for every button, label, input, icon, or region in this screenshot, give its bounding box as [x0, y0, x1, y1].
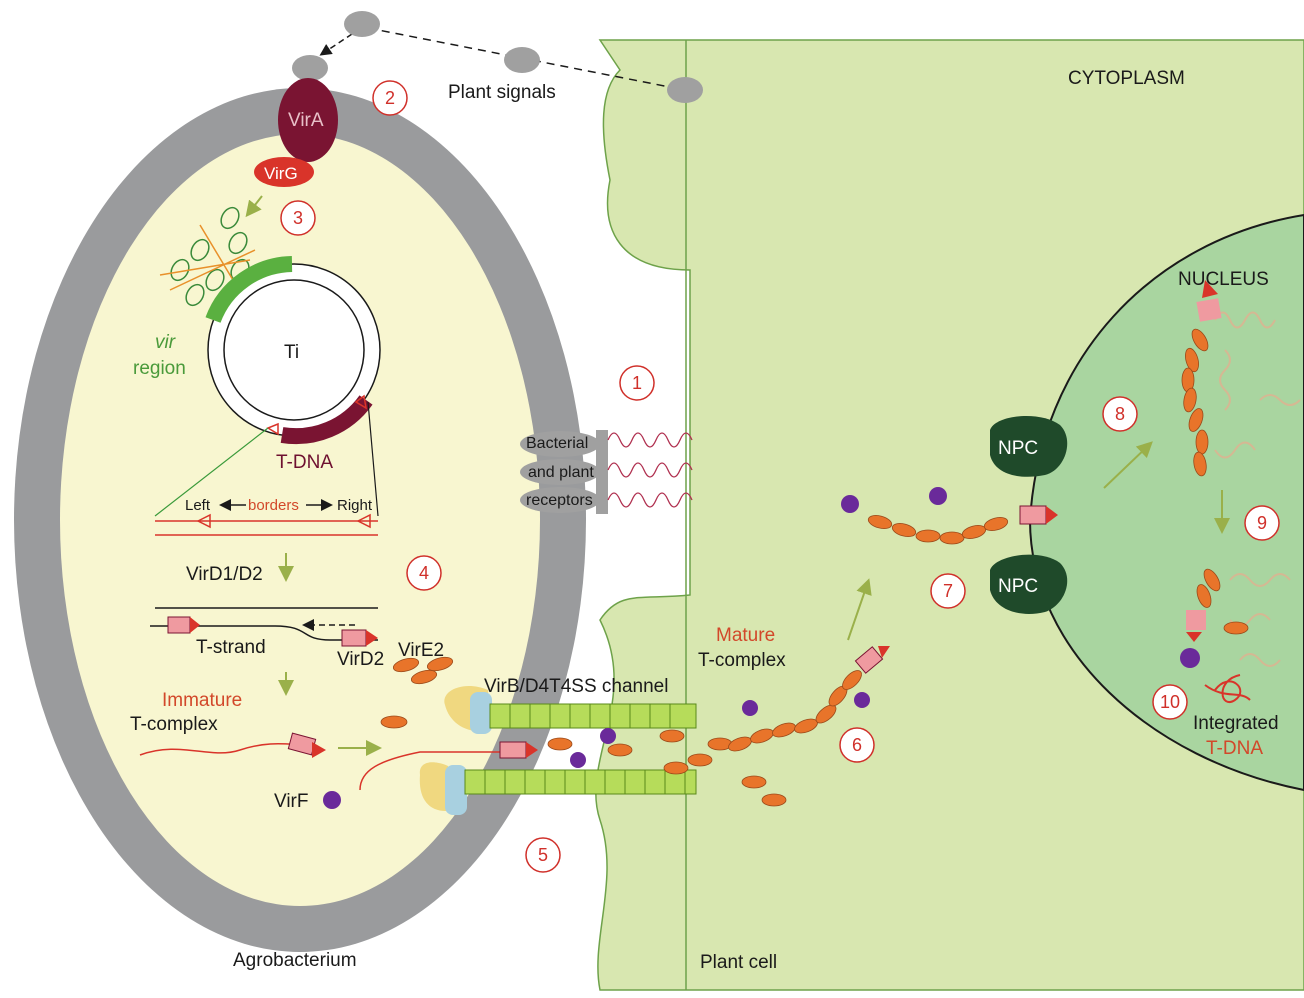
label-channel: VirB/D4T4SS channel	[484, 676, 668, 697]
t-strand-processing	[150, 607, 378, 647]
label-borders: borders	[248, 497, 299, 514]
label-receptors-1: Bacterial	[526, 435, 588, 452]
label-vird1d2: VirD1/D2	[186, 564, 263, 585]
label-vird2: VirD2	[337, 649, 384, 670]
svg-text:4: 4	[419, 563, 429, 583]
label-agrobacterium: Agrobacterium	[233, 950, 357, 971]
label-vir: vir	[155, 332, 176, 353]
svg-text:10: 10	[1160, 692, 1180, 712]
svg-text:3: 3	[293, 208, 303, 228]
vir-transcripts	[159, 206, 256, 307]
transferring-particles	[547, 646, 890, 807]
label-vira: VirA	[288, 110, 324, 131]
label-tstrand: T-strand	[196, 637, 266, 658]
plant-cell	[595, 39, 1304, 991]
label-virf: VirF	[274, 791, 308, 812]
label-immature: Immature	[162, 690, 242, 711]
immature-t-complex	[139, 732, 538, 791]
step-1: 1	[619, 365, 655, 401]
label-nucleus: NUCLEUS	[1178, 269, 1269, 290]
step-4: 4	[406, 555, 442, 591]
receptors	[520, 430, 693, 514]
label-ti: Ti	[284, 342, 299, 363]
label-vire2: VirE2	[398, 640, 444, 661]
svg-text:5: 5	[538, 845, 548, 865]
mature-t-complex	[841, 487, 1058, 545]
step-2: 2	[372, 80, 408, 116]
plant-signals	[292, 11, 703, 103]
label-mature: Mature	[716, 625, 775, 646]
vira-protein	[278, 78, 338, 162]
svg-text:7: 7	[943, 581, 953, 601]
chromatin	[1214, 311, 1301, 667]
nuclear-t-complex	[1180, 280, 1251, 703]
label-tdna: T-DNA	[276, 452, 333, 473]
npc-bottom	[990, 554, 1068, 614]
virf-protein	[323, 791, 341, 809]
label-plant-cell: Plant cell	[700, 952, 777, 973]
label-left: Left	[185, 497, 211, 514]
svg-text:1: 1	[632, 373, 642, 393]
label-receptors-2: and plant	[528, 464, 594, 481]
step-3: 3	[280, 200, 316, 236]
label-right: Right	[337, 497, 373, 514]
svg-text:6: 6	[852, 735, 862, 755]
border-dna	[155, 499, 378, 536]
t4ss-channel	[419, 685, 697, 815]
step-5: 5	[525, 837, 561, 873]
labels: CYTOPLASM NUCLEUS Plant signals VirA Vir…	[130, 68, 1279, 973]
svg-text:9: 9	[1257, 513, 1267, 533]
step-6: 6	[839, 727, 875, 763]
step-9: 9	[1244, 505, 1280, 541]
svg-text:2: 2	[385, 88, 395, 108]
label-region: region	[133, 358, 186, 379]
label-npc-top: NPC	[998, 438, 1038, 459]
ti-plasmid	[205, 256, 381, 445]
step-10: 10	[1152, 684, 1188, 720]
label-integrated-tdna: T-DNA	[1206, 738, 1263, 759]
vire2-proteins	[380, 656, 454, 729]
svg-text:8: 8	[1115, 404, 1125, 424]
agrobacterium-cell	[14, 88, 586, 952]
step-7: 7	[930, 573, 966, 609]
npc-top	[990, 415, 1068, 477]
label-cytoplasm: CYTOPLASM	[1068, 68, 1185, 89]
label-receptors-3: receptors	[526, 492, 593, 509]
label-npc-bottom: NPC	[998, 576, 1038, 597]
label-immature-tcomplex: T-complex	[130, 714, 218, 735]
label-virg: VirG	[264, 164, 298, 183]
label-mature-tcomplex: T-complex	[698, 650, 786, 671]
virg-protein	[254, 157, 314, 187]
step-8: 8	[1102, 396, 1138, 432]
label-integrated: Integrated	[1193, 713, 1279, 734]
step-markers: 1 2 3 4 5 6 7 8 9 10	[280, 80, 1280, 873]
label-plant-signals: Plant signals	[448, 82, 556, 103]
